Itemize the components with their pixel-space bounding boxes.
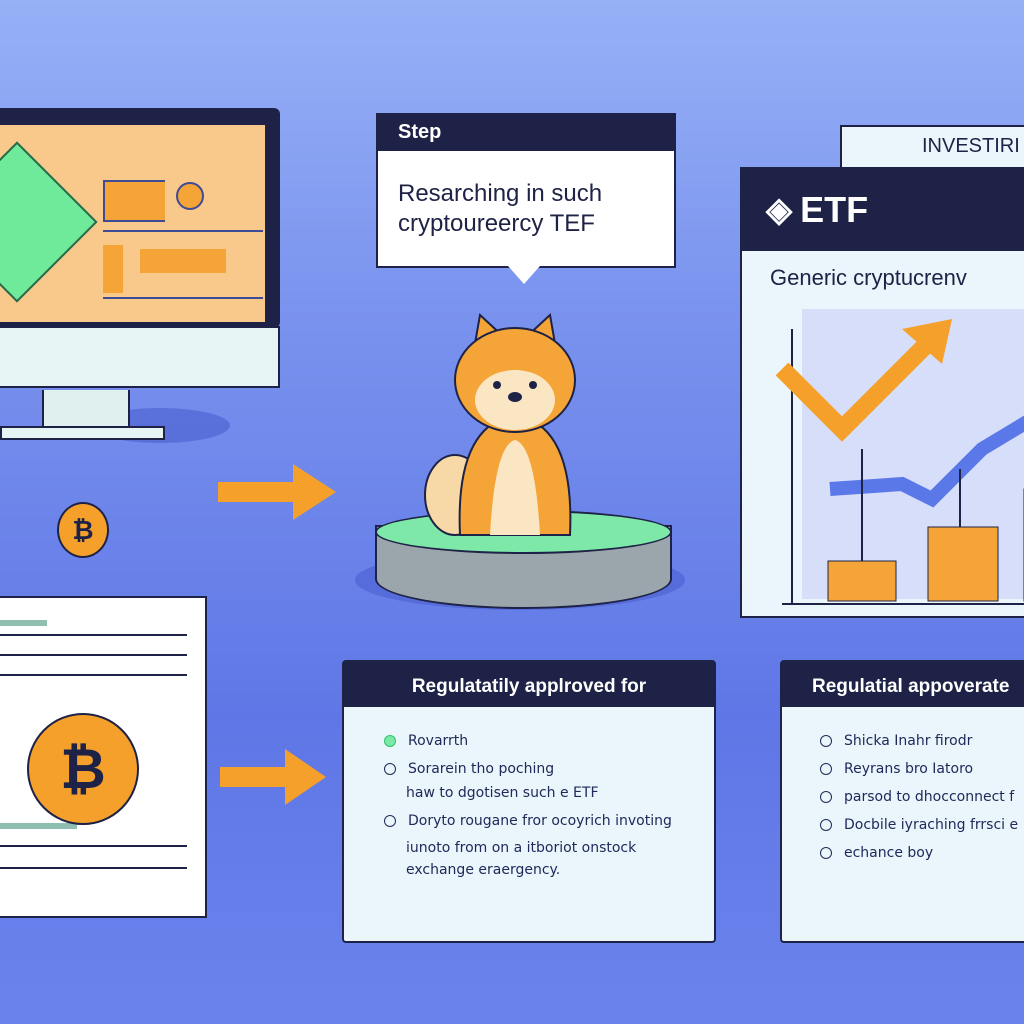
list-item[interactable]: Shicka Inahr firodr [820,733,1024,749]
step-bubble: Step Resarching in such cryptoureercy TE… [376,113,676,284]
step-text-line1: Resarching in such [398,180,603,207]
shiba-dog [424,313,576,536]
growth-chart [775,309,1024,605]
list-item[interactable]: Doryto rougane fror ocoyrich invoting [384,813,714,829]
regulated-card: Regulatatily applroved for Rovarrth Sora… [342,660,716,943]
list-item[interactable]: Sorarein tho poching [384,761,714,777]
blue-trend-line [829,415,1024,508]
document: ₿ [0,596,207,918]
regulatial-card-title: Regulatial appoverate [782,662,1024,707]
bitcoin-coin-icon: ₿ [57,502,109,558]
shiba-platform [355,300,685,620]
arrow-right-icon [220,749,326,805]
list-item[interactable]: Reyrans bro Iatoro [820,761,1024,777]
arrow-right-icon [218,464,336,520]
orange-arrow-line [775,332,939,442]
list-item[interactable]: Docbile iyraching frrsci e [820,817,1024,833]
layers-icon: ◈ [766,191,793,229]
investing-tab[interactable]: INVESTIRI [840,125,1024,170]
step-text-line2: cryptoureercy TEF [398,210,595,237]
bar [927,526,999,602]
monitor-screen [0,125,265,322]
diamond-graphic [0,141,98,303]
etf-card: ◈ ETF Generic cryptucrenv [740,167,1024,618]
step-label: Step [378,115,674,151]
bitcoin-icon: ₿ [27,713,139,825]
list-item[interactable]: parsod to dhocconnect f [820,789,1024,805]
bar [827,560,897,602]
computer-monitor [0,108,280,443]
regulated-card-title: Regulatatily applroved for [344,662,714,707]
regulatial-card: Regulatial appoverate Shicka Inahr firod… [780,660,1024,943]
list-item-continuation: haw to dgotisen such e ETF [406,785,599,801]
etf-subtitle: Generic cryptucrenv [770,265,967,290]
list-item-continuation: iunoto from on a itboriot onstock exchan… [406,840,637,878]
list-item[interactable]: Rovarrth [384,733,714,749]
etf-title: ETF [800,189,869,230]
arrow-head [902,319,952,364]
list-item[interactable]: echance boy [820,845,1024,861]
